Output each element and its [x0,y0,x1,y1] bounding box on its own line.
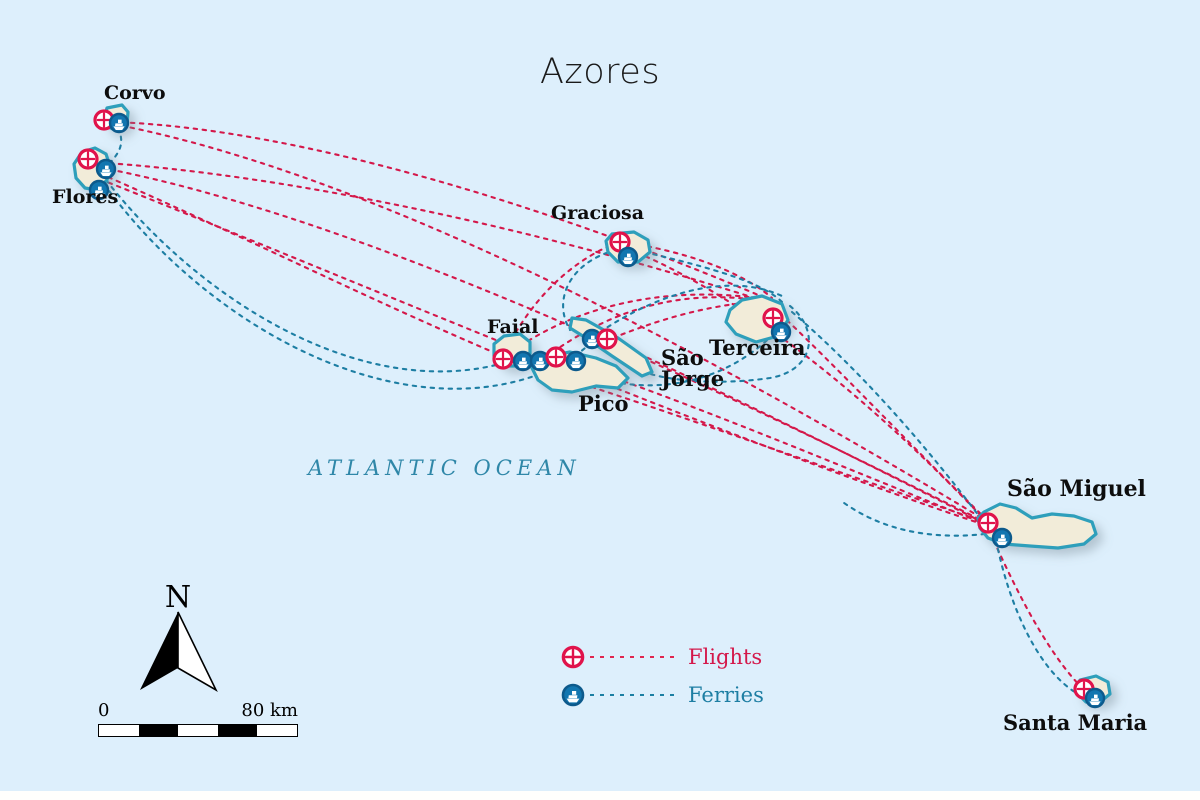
legend-item-flights[interactable]: Flights [560,640,762,674]
ferry-icon-faial[interactable] [512,350,534,372]
bottom-margin-strip [0,791,1200,800]
ferry-route-graciosa-terceira [625,246,784,304]
ferry-route-saomiguel-west [838,498,987,537]
island-label-santa-maria: Santa Maria [1003,710,1148,735]
ferry-route-saomiguel-santamaria [994,538,1080,696]
island-label-graciosa: Graciosa [551,202,645,224]
scale-bar: 0 80 km [98,700,298,737]
ferry-icon-pico-west[interactable] [529,350,551,372]
flight-route-faial-terceira [504,293,772,358]
ferry-route-saojorge-terceira-n [598,284,784,334]
airport-icon-sao-miguel[interactable] [977,512,999,534]
airport-icon-flores[interactable] [77,148,99,170]
ocean-label: ATLANTIC OCEAN [308,456,581,480]
scale-bar-graphic [98,724,298,737]
island-label-corvo: Corvo [104,82,166,104]
ferry-icon-flores-south[interactable] [88,179,110,201]
airport-icon-faial[interactable] [492,348,514,370]
flight-route-flores-terceira [90,160,772,305]
island-label-sao-miguel: São Miguel [1007,476,1146,502]
legend: Flights Ferries [560,636,820,716]
ferry-route-flores-faial [104,178,502,373]
ferry-icon-flores-north[interactable] [95,158,117,180]
scale-segment [257,725,297,736]
flight-route-saojorge-saomiguel [613,341,988,526]
flight-route-flores-saomiguel-a [90,164,987,524]
ferry-route-terceira-loop [638,304,810,383]
island-label-sao-jorge: São Jorge [661,345,725,392]
scale-min-label: 0 [98,700,110,721]
island-label-terceira: Terceira [709,335,806,360]
airport-icon-pico[interactable] [545,346,567,368]
flight-route-faial-saomiguel [504,358,987,524]
legend-label-ferries: Ferries [688,683,764,707]
page-title: Azores [539,52,661,92]
compass-north-label: N [164,580,192,615]
island-label-flores: Flores [52,186,119,208]
legend-label-flights: Flights [688,645,763,669]
compass-rose: N [128,580,228,690]
airplane-circle-icon [561,645,585,669]
ferry-icon-graciosa[interactable] [617,246,639,268]
ferry-route-terceira-saomiguel [790,310,987,526]
scale-max-label: 80 km [241,700,298,721]
transport-icons-layer [77,109,1106,709]
island-label-faial: Faial [487,316,539,338]
scale-segment [99,725,139,736]
ferry-icon-pico-east[interactable] [565,350,587,372]
north-arrow-icon [140,611,218,693]
ferry-icon-corvo[interactable] [108,112,130,134]
scale-segment [138,725,179,736]
legend-dash-ferries [590,694,678,696]
flight-route-saomiguel-santamaria [988,530,1084,690]
ferry-icon-terceira[interactable] [770,321,792,343]
island-label-pico: Pico [578,391,629,416]
legend-item-ferries[interactable]: Ferries [560,678,764,712]
flight-route-corvo-terceira [111,120,772,302]
legend-dash-flights [590,656,678,658]
flight-route-terceira-saomiguel [772,306,989,522]
flight-route-flores-faial [90,168,502,357]
airport-icon-sao-jorge[interactable] [596,328,618,350]
flight-route-corvo-saomiguel [111,122,987,522]
ferry-route-flores-pico [102,182,547,390]
ferry-icon-santa-maria[interactable] [1084,687,1106,709]
scale-segment [217,725,258,736]
ferry-icon-sao-miguel[interactable] [991,527,1013,549]
flight-route-pico-terceira [551,296,772,354]
ferry-routes-layer [102,126,1080,696]
scale-segment [178,725,218,736]
ferry-circle-icon [561,683,585,707]
